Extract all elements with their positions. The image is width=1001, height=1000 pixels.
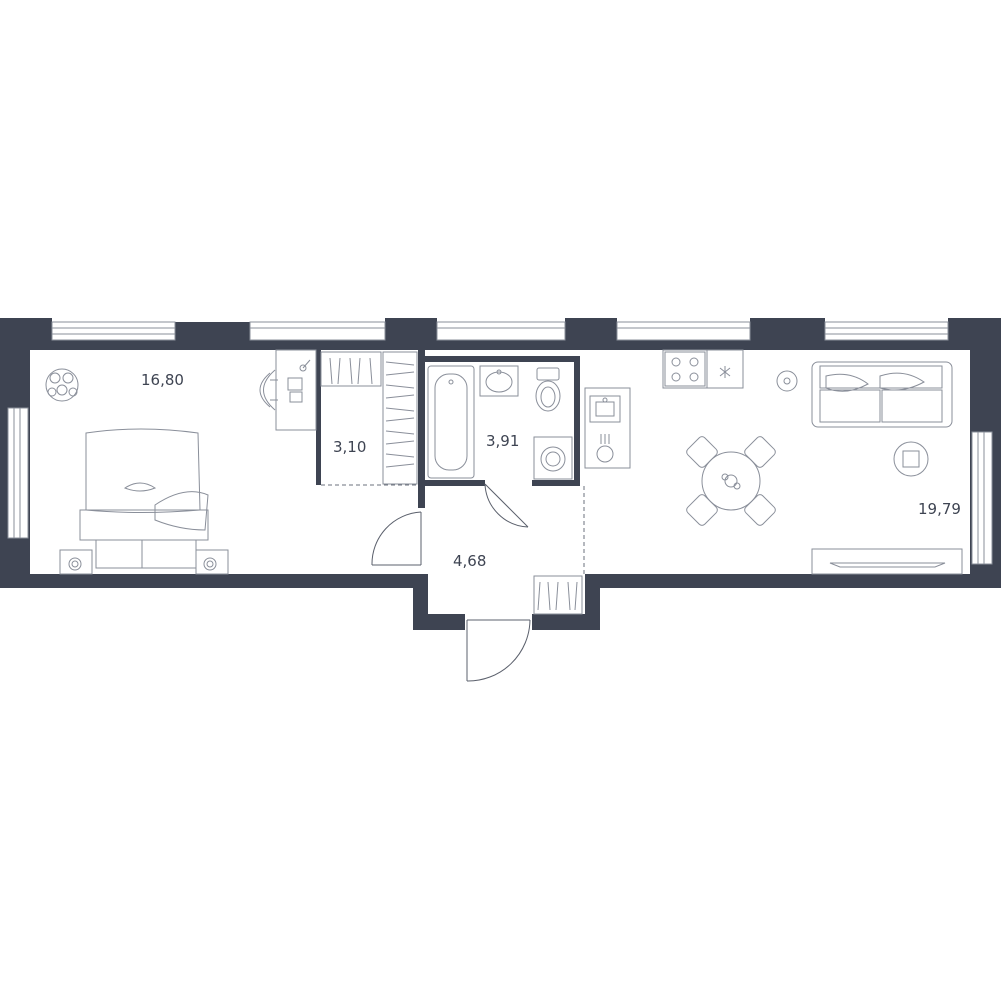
nightstand-right-icon xyxy=(195,549,229,575)
tv-stand-icon xyxy=(811,548,963,575)
interior-walls xyxy=(316,350,585,574)
bathtub-icon xyxy=(427,365,475,479)
bedroom-furniture xyxy=(45,349,317,575)
desk-icon xyxy=(275,349,317,431)
sofa-icon xyxy=(811,361,953,428)
windows xyxy=(7,321,993,565)
living-kitchen-area-label: 19,79 xyxy=(918,500,961,518)
bedroom-area-label: 16,80 xyxy=(141,371,184,389)
toilet-icon xyxy=(535,367,561,412)
plant-icon xyxy=(45,368,79,402)
chair-icon xyxy=(259,369,278,411)
steering-wheel-toy-icon xyxy=(776,370,798,392)
dining-table-icon xyxy=(701,451,761,511)
nightstand-left-icon xyxy=(59,549,93,575)
area-labels: 16,80 3,10 3,91 4,68 19,79 xyxy=(141,371,961,570)
washing-machine-icon xyxy=(533,436,573,480)
kitchen-fixtures xyxy=(584,349,744,469)
dining-chair-icon xyxy=(686,436,776,526)
bed-icon xyxy=(79,428,209,569)
outer-walls xyxy=(0,318,1001,630)
bathroom-area-label: 3,91 xyxy=(486,432,519,450)
bathroom-fixtures xyxy=(427,365,573,480)
pouf-icon xyxy=(893,441,929,477)
dishwasher-icon xyxy=(596,434,614,463)
stove-icon xyxy=(664,351,706,387)
hallway-furniture xyxy=(533,575,583,615)
living-furniture xyxy=(776,361,963,575)
hallway-area-label: 4,68 xyxy=(453,552,486,570)
doors xyxy=(371,483,531,682)
wardrobe-furniture xyxy=(320,351,418,485)
dining-set xyxy=(686,436,776,526)
fan-icon xyxy=(719,366,731,378)
kitchen-sink-icon xyxy=(589,395,621,423)
wardrobe-area-label: 3,10 xyxy=(333,438,366,456)
sink-icon xyxy=(479,365,519,397)
